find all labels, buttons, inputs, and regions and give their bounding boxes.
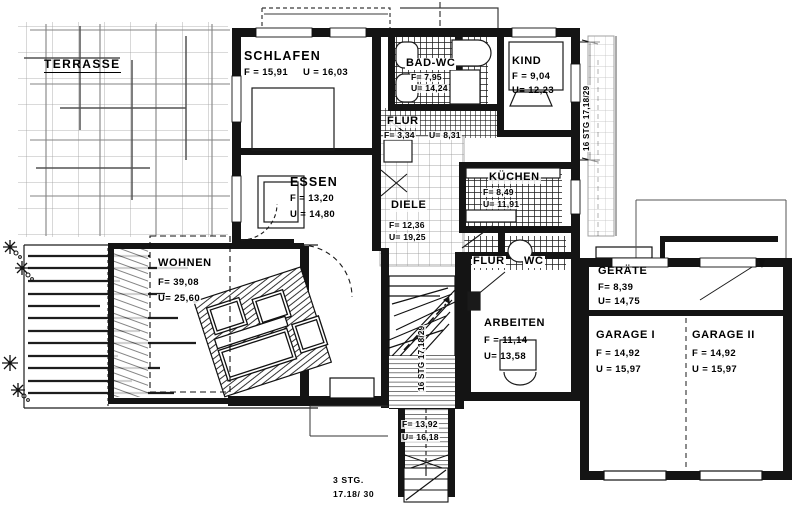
plant-symbols bbox=[2, 240, 34, 402]
room-label-arbeiten: ARBEITEN bbox=[484, 317, 546, 329]
room-area-arbeiten-f: F = 11,14 bbox=[484, 335, 528, 346]
room-label-kind: KIND bbox=[512, 55, 542, 67]
room-area-wohnen-u: U= 25,60 bbox=[157, 293, 202, 304]
room-label-diele: DIELE bbox=[390, 199, 428, 212]
room-area-garage-1-f: F = 14,92 bbox=[596, 348, 641, 359]
room-area-essen-u: U = 14,80 bbox=[290, 209, 336, 220]
room-label-garage-1: GARAGE I bbox=[596, 329, 656, 341]
room-area-flur-og-f: F= 3,34 bbox=[383, 130, 416, 141]
right-detail bbox=[587, 35, 787, 258]
room-label-essen: ESSEN bbox=[290, 175, 338, 189]
room-area-garage-2-f: F = 14,92 bbox=[692, 348, 737, 359]
room-area-bad-wc-u: U= 14,24 bbox=[410, 83, 449, 94]
room-area-essen-f: F = 13,20 bbox=[290, 193, 335, 204]
stair-area-f: F= 13,92 bbox=[401, 419, 439, 430]
room-label-terrasse: TERRASSE bbox=[44, 57, 121, 73]
stair-annotation-left: 16 STG 17,18/29 bbox=[417, 324, 427, 392]
room-area-kind-u: U= 12,23 bbox=[512, 85, 555, 96]
room-area-kind-f: F = 9,04 bbox=[512, 71, 551, 82]
room-area-diele-u: U= 19,25 bbox=[388, 232, 427, 243]
room-area-flur-og-u: U= 8,31 bbox=[428, 130, 462, 141]
terrace-hatch bbox=[114, 249, 148, 397]
room-label-flur-eg: FLUR bbox=[472, 255, 506, 268]
room-area-garage-2-u: U = 15,97 bbox=[692, 364, 738, 375]
wohnen-boundary bbox=[149, 235, 231, 393]
caption-step-count: 3 STG. bbox=[333, 475, 364, 485]
window-openings bbox=[231, 27, 757, 268]
room-label-bad-wc: BAD-WC bbox=[405, 57, 457, 70]
living-room-furniture bbox=[193, 266, 333, 398]
room-label-flur-og: FLUR bbox=[386, 115, 420, 128]
room-area-wohnen-f: F= 39,08 bbox=[157, 277, 200, 288]
room-area-kuechen-u: U= 11,91 bbox=[482, 199, 521, 210]
room-area-geraete-f: F= 8,39 bbox=[598, 282, 634, 293]
room-area-geraete-u: U= 14,75 bbox=[598, 296, 641, 307]
room-area-diele-f: F= 12,36 bbox=[388, 220, 426, 231]
balcony-outline bbox=[261, 2, 499, 34]
room-label-wohnen: WOHNEN bbox=[157, 257, 213, 270]
room-area-kuechen-f: F= 8,49 bbox=[482, 187, 515, 198]
room-label-schlafen: SCHLAFEN bbox=[244, 49, 321, 63]
stair-area-u: U= 16,18 bbox=[401, 432, 440, 443]
room-label-garage-2: GARAGE II bbox=[692, 329, 755, 341]
room-area-schlafen-f: F = 15,91 bbox=[244, 67, 289, 78]
room-label-geraete: GERÄTE bbox=[598, 265, 648, 277]
room-label-kuechen: KÜCHEN bbox=[488, 171, 541, 184]
stair-icon-caption bbox=[403, 466, 449, 503]
site-grid bbox=[18, 22, 230, 237]
bottom-detail bbox=[309, 377, 388, 437]
room-area-schlafen-u: U = 16,03 bbox=[303, 67, 349, 78]
caption-step-riser: 17.18/ 30 bbox=[333, 489, 375, 499]
room-area-arbeiten-u: U= 13,58 bbox=[484, 351, 527, 362]
room-area-bad-wc-f: F= 7,95 bbox=[410, 72, 443, 83]
room-area-garage-1-u: U = 15,97 bbox=[596, 364, 642, 375]
room-label-wc: WC bbox=[523, 255, 545, 268]
stair-annotation-right: 16 STG 17,18/29 bbox=[582, 84, 592, 152]
